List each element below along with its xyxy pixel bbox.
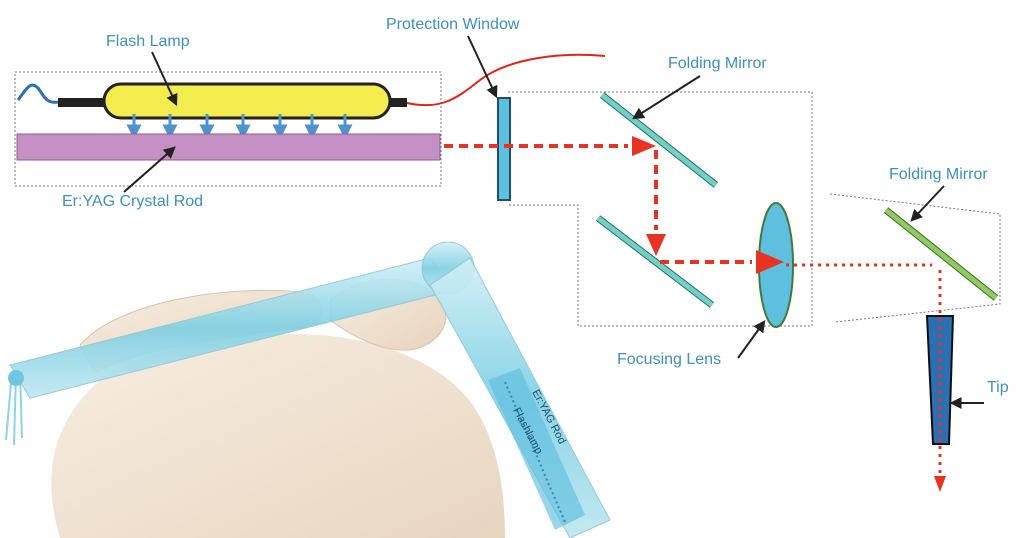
gloved-hand xyxy=(51,334,506,538)
flash-lamp xyxy=(102,82,392,120)
laser-beam-dotted xyxy=(786,263,942,478)
fiber-tip xyxy=(925,315,955,445)
crystal-rod-label: Er:YAG Crystal Rod xyxy=(62,193,204,210)
focusing-lens-label: Focusing Lens xyxy=(617,351,722,368)
handpiece-internal-rod xyxy=(488,368,585,530)
crystal-rod xyxy=(16,133,441,161)
tip-housing xyxy=(829,193,1001,323)
lamp-power-wire xyxy=(406,53,606,107)
beam-path-housing xyxy=(508,91,813,327)
lamp-lead-wire xyxy=(16,83,59,104)
laser-head xyxy=(16,53,606,161)
handpiece-illustration: Er:YAG Rod Flashlamp xyxy=(5,241,611,538)
protection-window-label: Protection Window xyxy=(386,16,520,33)
lamp-electrode-left xyxy=(58,98,110,107)
folding-mirror-label-1: Folding Mirror xyxy=(668,55,767,72)
beam-arrowheads xyxy=(632,136,946,492)
leader-lines xyxy=(123,35,984,409)
laser-beam xyxy=(444,144,752,264)
protection-window xyxy=(497,97,511,201)
laser-head-housing xyxy=(14,71,442,187)
folding-mirror-label-2: Folding Mirror xyxy=(889,166,988,183)
tip-label: Tip xyxy=(987,379,1009,396)
pump-arrows xyxy=(126,114,353,140)
flash-lamp-label: Flash Lamp xyxy=(106,33,190,50)
